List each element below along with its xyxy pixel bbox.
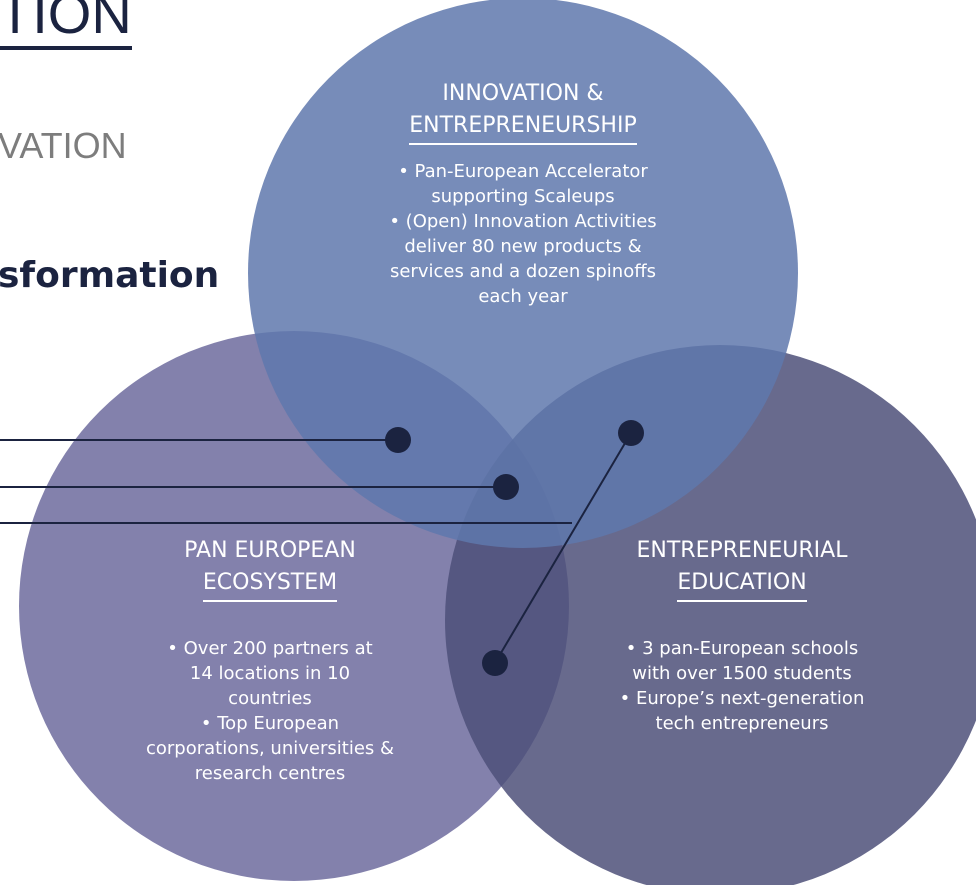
ecosystem-bullet-line: corporations, universities & bbox=[145, 738, 395, 759]
education-bullet-line: • Europe’s next-generation bbox=[619, 688, 865, 709]
innovation-circle bbox=[248, 0, 798, 548]
ecosystem-title: PAN EUROPEAN ECOSYSTEM bbox=[100, 535, 440, 602]
ecosystem-text: PAN EUROPEAN ECOSYSTEM • Over 200 partne… bbox=[100, 535, 440, 786]
education-title-line1: ENTREPRENEURIAL bbox=[636, 538, 848, 563]
innovation-title: INNOVATION & ENTREPRENEURSHIP bbox=[343, 78, 703, 145]
innovation-text: INNOVATION & ENTREPRENEURSHIP • Pan-Euro… bbox=[343, 78, 703, 309]
innovation-bullets: • Pan-European Accelerator supporting Sc… bbox=[343, 159, 703, 309]
page-subtitle: VATION bbox=[0, 125, 127, 166]
innovation-title-line2: ENTREPRENEURSHIP bbox=[409, 110, 637, 145]
education-text: ENTREPRENEURIAL EDUCATION • 3 pan-Europe… bbox=[572, 535, 912, 736]
title-underline bbox=[0, 46, 132, 50]
ecosystem-bullet-line: • Over 200 partners at bbox=[167, 638, 373, 659]
ecosystem-bullet-line: • Top European bbox=[200, 713, 340, 734]
education-bullets: • 3 pan-European schools with over 1500 … bbox=[572, 636, 912, 736]
ecosystem-bullets: • Over 200 partners at 14 locations in 1… bbox=[100, 636, 440, 786]
innovation-bullet-line: • Pan-European Accelerator bbox=[398, 161, 648, 182]
ecosystem-bullet-line: 14 locations in 10 bbox=[189, 663, 351, 684]
ecosystem-title-line1: PAN EUROPEAN bbox=[184, 538, 356, 563]
connector-dot bbox=[618, 420, 644, 446]
connector-line-4 bbox=[494, 432, 632, 664]
education-title-line2: EDUCATION bbox=[677, 567, 807, 602]
innovation-bullet-line: supporting Scaleups bbox=[431, 186, 615, 207]
bold-heading: sformation bbox=[0, 255, 220, 296]
innovation-bullet-line: services and a dozen spinoffs bbox=[389, 261, 656, 282]
connector-dot bbox=[493, 474, 519, 500]
ecosystem-bullet-line: research centres bbox=[194, 763, 346, 784]
innovation-bullet-line: deliver 80 new products & bbox=[404, 236, 642, 257]
innovation-bullet-line: • (Open) Innovation Activities bbox=[389, 211, 657, 232]
connector-dot bbox=[385, 427, 411, 453]
ecosystem-bullet-line: countries bbox=[228, 688, 312, 709]
education-bullet-line: • 3 pan-European schools bbox=[625, 638, 859, 659]
connector-dot bbox=[482, 650, 508, 676]
education-title: ENTREPRENEURIAL EDUCATION bbox=[572, 535, 912, 602]
education-bullet-line: with over 1500 students bbox=[632, 663, 852, 684]
innovation-bullet-line: each year bbox=[478, 286, 568, 307]
ecosystem-title-line2: ECOSYSTEM bbox=[202, 567, 338, 602]
page-title: TION bbox=[0, 0, 132, 45]
innovation-title-line1: INNOVATION & bbox=[442, 81, 604, 106]
education-bullet-line: tech entrepreneurs bbox=[655, 713, 829, 734]
